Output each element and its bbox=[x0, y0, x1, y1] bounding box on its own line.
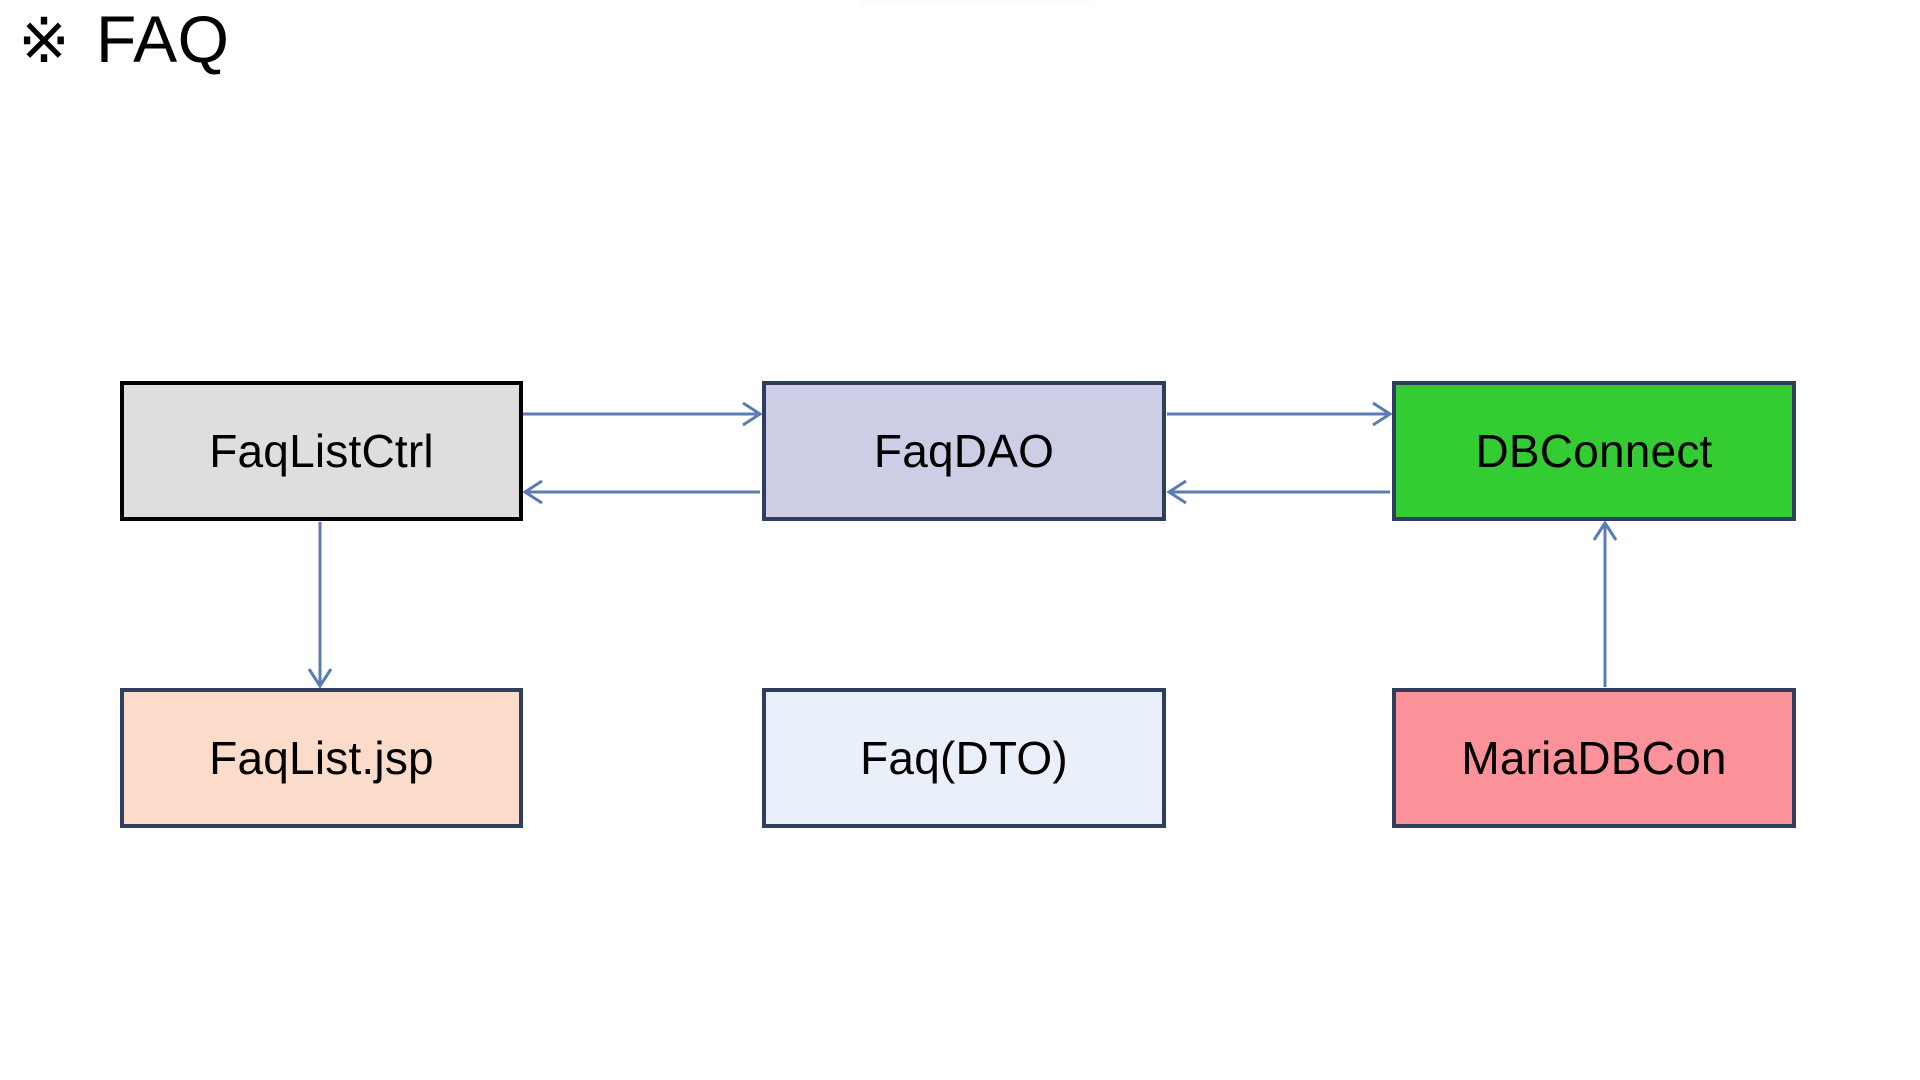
node-label: FaqList.jsp bbox=[209, 732, 434, 784]
diagram-node-faq-dto[interactable]: Faq(DTO) bbox=[762, 688, 1166, 828]
page-title: ※ FAQ bbox=[18, 6, 230, 72]
diagram-arrow-dao-to-ctrl bbox=[522, 479, 760, 505]
node-label: FaqDAO bbox=[873, 425, 1055, 477]
page-title-text: FAQ bbox=[95, 2, 230, 76]
node-label: MariaDBCon bbox=[1461, 732, 1727, 784]
diagram-node-faq-dao[interactable]: FaqDAO bbox=[762, 381, 1166, 521]
diagram-node-faq-list-jsp[interactable]: FaqList.jsp bbox=[120, 688, 523, 828]
diagram-node-maria-db-con[interactable]: MariaDBCon bbox=[1392, 688, 1796, 828]
node-label: Faq(DTO) bbox=[860, 732, 1068, 784]
node-label: FaqListCtrl bbox=[209, 425, 434, 477]
diagram-arrow-dao-to-dbconnect bbox=[1167, 401, 1393, 427]
diagram-arrow-ctrl-to-jsp bbox=[307, 522, 333, 689]
diagram-arrow-mariadbcon-to-dbconnect bbox=[1592, 520, 1618, 687]
reference-mark-icon: ※ bbox=[18, 4, 70, 77]
diagram-arrow-ctrl-to-dao bbox=[523, 401, 763, 427]
diagram-node-db-connect[interactable]: DBConnect bbox=[1392, 381, 1796, 521]
top-edge-artifact bbox=[860, 0, 1090, 5]
node-label: DBConnect bbox=[1475, 425, 1713, 477]
diagram-arrow-dbconnect-to-dao bbox=[1166, 479, 1390, 505]
diagram-node-faq-list-ctrl[interactable]: FaqListCtrl bbox=[120, 381, 523, 521]
